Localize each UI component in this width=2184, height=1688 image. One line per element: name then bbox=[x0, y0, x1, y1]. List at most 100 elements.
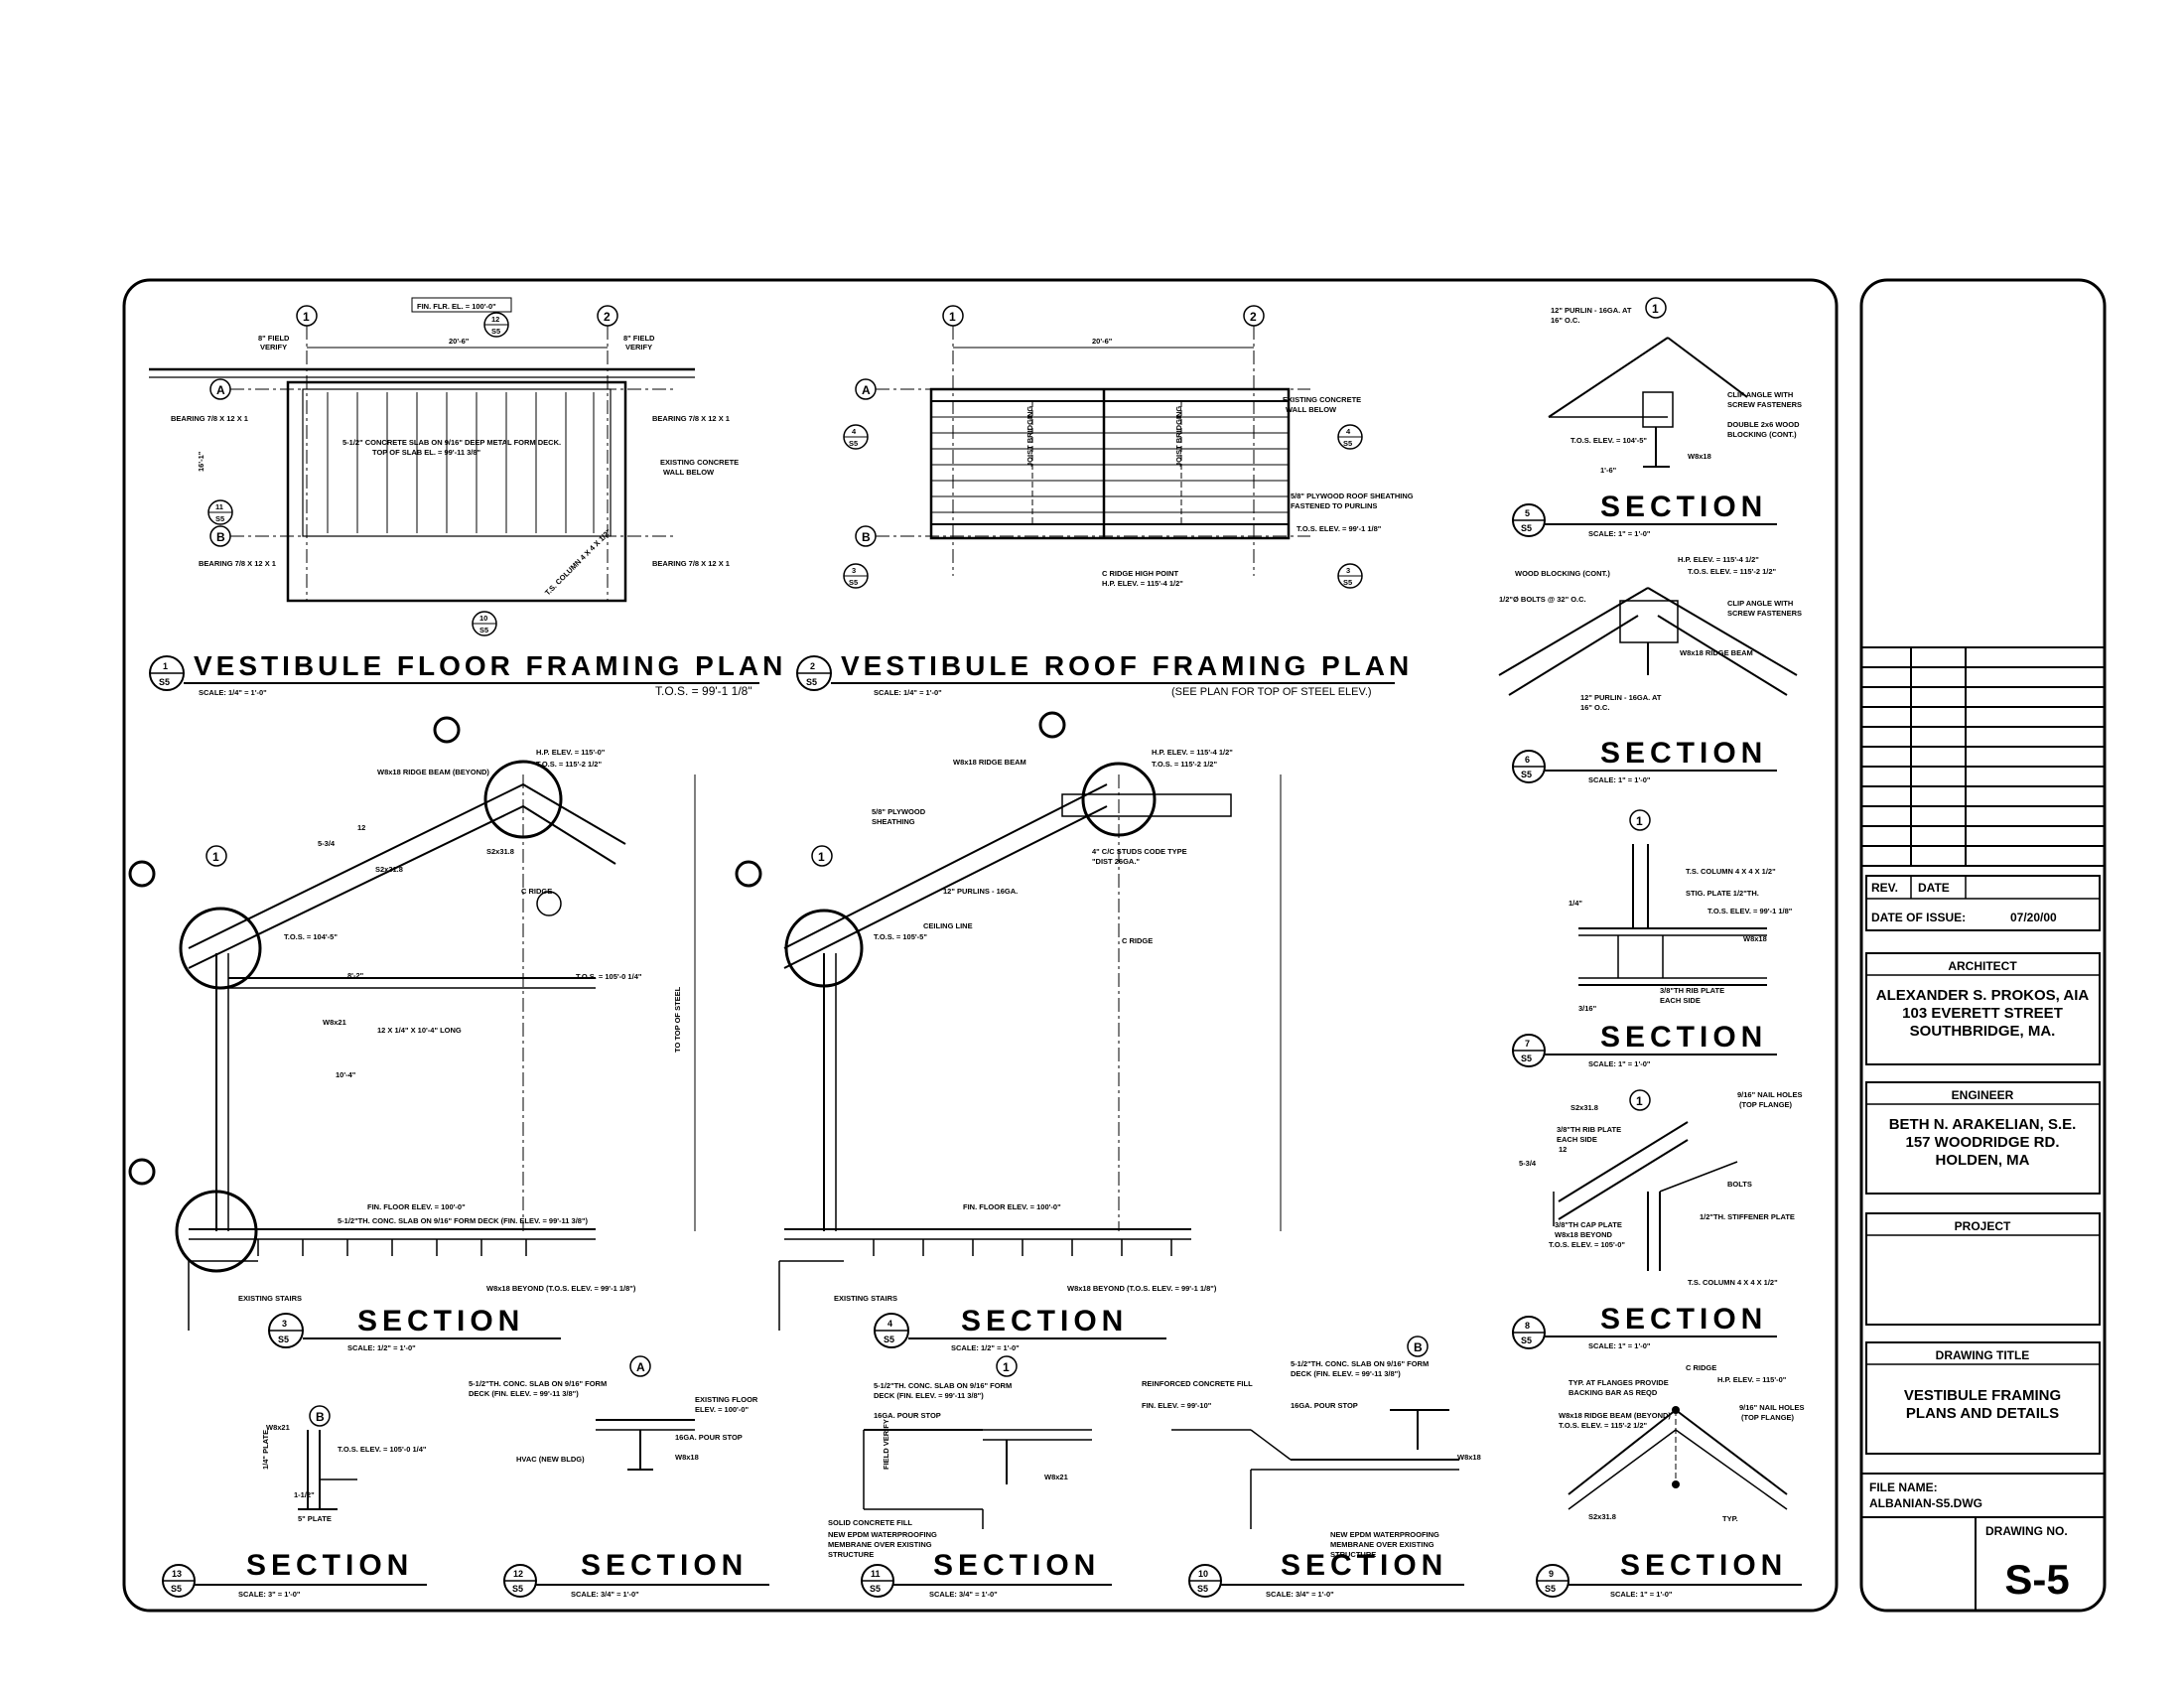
svg-text:5-3/4: 5-3/4 bbox=[318, 839, 336, 848]
svg-text:MEMBRANE OVER EXISTING: MEMBRANE OVER EXISTING bbox=[828, 1540, 932, 1549]
svg-text:3/8"TH RIB PLATE: 3/8"TH RIB PLATE bbox=[1557, 1125, 1621, 1134]
svg-text:20'-6": 20'-6" bbox=[449, 337, 470, 346]
svg-text:FASTENED TO PURLINS: FASTENED TO PURLINS bbox=[1291, 501, 1377, 510]
svg-text:TOP OF SLAB EL. = 99'-11 3/8": TOP OF SLAB EL. = 99'-11 3/8" bbox=[372, 448, 481, 457]
section12-sheet: S5 bbox=[512, 1584, 523, 1594]
roof-plan-sheet: S5 bbox=[806, 677, 817, 687]
engineer-city: HOLDEN, MA bbox=[1936, 1152, 2030, 1169]
svg-text:S5: S5 bbox=[849, 439, 858, 448]
date-label: DATE bbox=[1918, 881, 1950, 895]
svg-text:A: A bbox=[216, 383, 225, 397]
svg-text:DECK (FIN. ELEV. = 99'-11 3/8": DECK (FIN. ELEV. = 99'-11 3/8") bbox=[469, 1389, 579, 1398]
svg-text:T.O.S. = 105'-5": T.O.S. = 105'-5" bbox=[874, 932, 927, 941]
floor-joists bbox=[327, 392, 595, 533]
svg-text:VERIFY: VERIFY bbox=[260, 343, 287, 352]
title-block-border bbox=[1859, 278, 2107, 1613]
svg-text:1-1/2": 1-1/2" bbox=[294, 1490, 315, 1499]
svg-text:T.S. COLUMN 4 X 4 X 1/2": T.S. COLUMN 4 X 4 X 1/2" bbox=[1688, 1278, 1778, 1287]
title-block: REV. DATE DATE OF ISSUE: 07/20/00 ARCHIT… bbox=[1859, 278, 2107, 1613]
engineer-street: 157 WOODRIDGE RD. bbox=[1905, 1134, 2059, 1151]
section10-sheet: S5 bbox=[1197, 1584, 1208, 1594]
section4-num: 4 bbox=[887, 1319, 892, 1329]
svg-text:H.P. ELEV. = 115'-4 1/2": H.P. ELEV. = 115'-4 1/2" bbox=[1152, 748, 1233, 757]
section10-scale: SCALE: 3/4" = 1'-0" bbox=[1266, 1590, 1334, 1599]
drawing-title-line-2: PLANS AND DETAILS bbox=[1906, 1405, 2059, 1422]
section10-title: SECTION bbox=[1281, 1549, 1447, 1582]
svg-text:REINFORCED CONCRETE FILL: REINFORCED CONCRETE FILL bbox=[1142, 1379, 1253, 1388]
svg-text:DECK (FIN. ELEV. = 99'-11 3/8": DECK (FIN. ELEV. = 99'-11 3/8") bbox=[874, 1391, 984, 1400]
svg-text:EXISTING FLOOR: EXISTING FLOOR bbox=[695, 1395, 758, 1404]
svg-text:W8x21: W8x21 bbox=[266, 1423, 290, 1432]
issue-date: 07/20/00 bbox=[2010, 911, 2057, 924]
svg-text:H.P. ELEV. = 115'-4 1/2": H.P. ELEV. = 115'-4 1/2" bbox=[1678, 555, 1759, 564]
file-name-label: FILE NAME: bbox=[1869, 1480, 1938, 1494]
svg-text:1: 1 bbox=[1652, 302, 1659, 316]
svg-text:S5: S5 bbox=[491, 327, 500, 336]
svg-text:5-1/2"TH. CONC. SLAB ON 9/16": 5-1/2"TH. CONC. SLAB ON 9/16" FORM bbox=[469, 1379, 607, 1388]
svg-text:C RIDGE: C RIDGE bbox=[1686, 1363, 1716, 1372]
svg-text:1/2"Ø BOLTS @ 32" O.C.: 1/2"Ø BOLTS @ 32" O.C. bbox=[1499, 595, 1586, 604]
svg-text:1/2"TH. STIFFENER PLATE: 1/2"TH. STIFFENER PLATE bbox=[1700, 1212, 1795, 1221]
svg-text:SCREW FASTENERS: SCREW FASTENERS bbox=[1727, 609, 1802, 618]
svg-text:MEMBRANE OVER EXISTING: MEMBRANE OVER EXISTING bbox=[1330, 1540, 1434, 1549]
section6-sheet: S5 bbox=[1521, 770, 1532, 779]
svg-text:A: A bbox=[862, 383, 871, 397]
section-13: B T.O.S. ELEV. = 105'-0 1/4" W8x21 1/4" … bbox=[162, 1405, 427, 1599]
section12-num: 12 bbox=[513, 1569, 523, 1579]
svg-text:SCREW FASTENERS: SCREW FASTENERS bbox=[1727, 400, 1802, 409]
svg-text:12 X 1/4" X 10'-4" LONG: 12 X 1/4" X 10'-4" LONG bbox=[377, 1026, 462, 1035]
svg-text:BACKING BAR AS REQD: BACKING BAR AS REQD bbox=[1569, 1388, 1658, 1397]
section3-title: SECTION bbox=[357, 1305, 524, 1337]
svg-text:(TOP FLANGE): (TOP FLANGE) bbox=[1739, 1100, 1793, 1109]
svg-text:W8x18 BEYOND (T.O.S. ELEV. = 9: W8x18 BEYOND (T.O.S. ELEV. = 99'-1 1/8") bbox=[486, 1284, 636, 1293]
section8-sheet: S5 bbox=[1521, 1336, 1532, 1345]
svg-text:W8x18: W8x18 bbox=[1688, 452, 1711, 461]
svg-text:10'-4": 10'-4" bbox=[336, 1070, 356, 1079]
svg-text:12: 12 bbox=[1559, 1145, 1567, 1154]
section4-scale: SCALE: 1/2" = 1'-0" bbox=[951, 1343, 1020, 1352]
svg-text:12" PURLIN - 16GA. AT: 12" PURLIN - 16GA. AT bbox=[1551, 306, 1632, 315]
svg-text:2: 2 bbox=[604, 310, 611, 324]
project-heading: PROJECT bbox=[1955, 1219, 2011, 1233]
section11-num: 11 bbox=[871, 1569, 881, 1579]
svg-text:BEARING 7/8 X 12 X 1: BEARING 7/8 X 12 X 1 bbox=[652, 559, 730, 568]
svg-text:SHEATHING: SHEATHING bbox=[872, 817, 915, 826]
section9-sheet: S5 bbox=[1545, 1584, 1556, 1594]
svg-text:12" PURLIN - 16GA. AT: 12" PURLIN - 16GA. AT bbox=[1580, 693, 1662, 702]
svg-text:NEW EPDM WATERPROOFING: NEW EPDM WATERPROOFING bbox=[828, 1530, 937, 1539]
floor-framing-plan: 1 2 A B 20'-6" FIN. FLR. EL. = 100'-0" bbox=[149, 297, 782, 698]
roof-plan-title: VESTIBULE ROOF FRAMING PLAN bbox=[841, 650, 1413, 681]
svg-text:8" FIELD: 8" FIELD bbox=[258, 334, 290, 343]
svg-text:EXISTING STAIRS: EXISTING STAIRS bbox=[238, 1294, 302, 1303]
svg-text:B: B bbox=[1414, 1340, 1423, 1354]
svg-text:1/4": 1/4" bbox=[1569, 899, 1582, 908]
section13-scale: SCALE: 3" = 1'-0" bbox=[238, 1590, 301, 1599]
svg-text:T.O.S. = 104'-5": T.O.S. = 104'-5" bbox=[284, 932, 338, 941]
svg-text:WALL BELOW: WALL BELOW bbox=[1286, 405, 1337, 414]
section7-title: SECTION bbox=[1600, 1021, 1767, 1054]
svg-text:T.O.S. ELEV. = 99'-1 1/8": T.O.S. ELEV. = 99'-1 1/8" bbox=[1297, 524, 1382, 533]
svg-text:T.O.S. ELEV. = 105'-0": T.O.S. ELEV. = 105'-0" bbox=[1549, 1240, 1625, 1249]
drawing-title-line-1: VESTIBULE FRAMING bbox=[1904, 1387, 2061, 1404]
svg-text:BOLTS: BOLTS bbox=[1727, 1180, 1752, 1189]
svg-text:T.O.S. ELEV. = 115'-2 1/2": T.O.S. ELEV. = 115'-2 1/2" bbox=[1559, 1421, 1648, 1430]
svg-text:8'-2": 8'-2" bbox=[347, 971, 364, 980]
section10-num: 10 bbox=[1198, 1569, 1208, 1579]
svg-text:BEARING 7/8 X 12 X 1: BEARING 7/8 X 12 X 1 bbox=[199, 559, 276, 568]
section3-joists bbox=[257, 1239, 527, 1256]
svg-text:EXISTING CONCRETE: EXISTING CONCRETE bbox=[660, 458, 739, 467]
svg-text:WALL BELOW: WALL BELOW bbox=[663, 468, 715, 477]
svg-text:3/16": 3/16" bbox=[1578, 1004, 1597, 1013]
svg-text:9/16" NAIL HOLES: 9/16" NAIL HOLES bbox=[1739, 1403, 1805, 1412]
svg-text:2: 2 bbox=[1250, 310, 1257, 324]
svg-text:S2x31.8: S2x31.8 bbox=[375, 865, 403, 874]
svg-text:W8x18 BEYOND: W8x18 BEYOND bbox=[1555, 1230, 1613, 1239]
drawing-no-label: DRAWING NO. bbox=[1985, 1524, 2068, 1538]
svg-text:5" PLATE: 5" PLATE bbox=[298, 1514, 332, 1523]
svg-text:EXISTING STAIRS: EXISTING STAIRS bbox=[834, 1294, 897, 1303]
svg-text:JOIST BRIDGING: JOIST BRIDGING bbox=[1174, 406, 1183, 467]
svg-text:B: B bbox=[216, 530, 225, 544]
svg-text:H.P. ELEV. = 115'-0": H.P. ELEV. = 115'-0" bbox=[1717, 1375, 1787, 1384]
section5-title: SECTION bbox=[1600, 491, 1767, 523]
svg-text:W8x18 RIDGE BEAM: W8x18 RIDGE BEAM bbox=[1680, 648, 1753, 657]
